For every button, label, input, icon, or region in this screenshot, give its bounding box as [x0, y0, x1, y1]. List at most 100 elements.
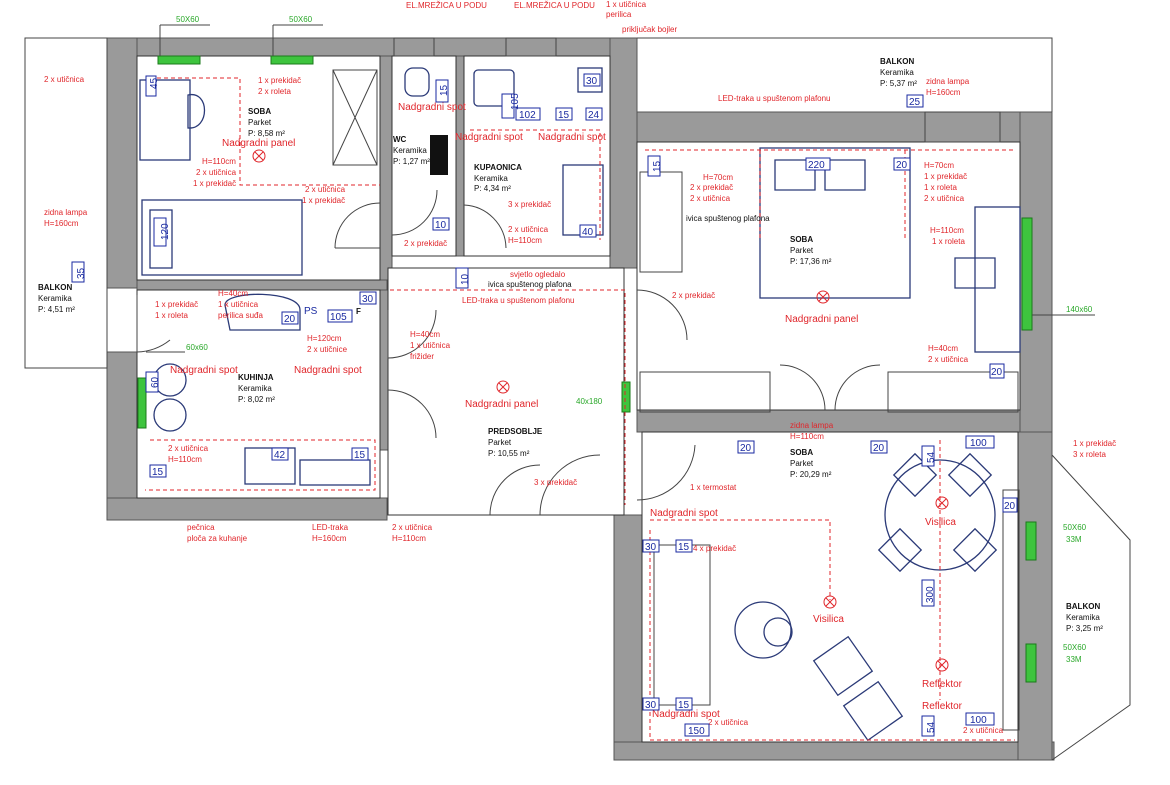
- dim-100-soba3b: 100: [965, 712, 995, 726]
- room-soba1-floor: Parket: [248, 118, 272, 127]
- svg-text:300: 300: [925, 586, 936, 603]
- panel-predsoblje-label: Nadgradni panel: [465, 399, 538, 410]
- svg-text:30: 30: [362, 294, 374, 305]
- dim-300: 300: [921, 579, 936, 607]
- floor-soba1: [136, 55, 381, 281]
- reflektor-1-label: Reflektor: [922, 679, 963, 690]
- room-kuhinja-area: P: 8,02 m²: [238, 395, 275, 404]
- window-label-kuh: 60x60: [186, 343, 208, 352]
- circuit-kupaonica: [470, 129, 601, 240]
- dim-45: 45: [145, 75, 160, 97]
- room-soba3-floor: Parket: [790, 459, 814, 468]
- note-3prek-pred: 3 x prekidač: [534, 478, 577, 487]
- note-prekidac-soba1: 1 x prekidač: [258, 76, 301, 85]
- room-kuhinja-title: KUHINJA: [238, 373, 274, 382]
- dim-15-soba3a: 15: [675, 539, 693, 553]
- note-h160-ne: H=160cm: [926, 88, 961, 97]
- dim-20-kuh: 20: [281, 311, 299, 325]
- note-h40-soba2: H=40cm: [928, 344, 958, 353]
- door-kuhinja: [387, 309, 437, 359]
- chair-soba3-3: [877, 527, 923, 573]
- room-soba1-area: P: 8,58 m²: [248, 129, 285, 138]
- note-roleta-soba1: 2 x roleta: [258, 87, 291, 96]
- bed-soba1: [141, 199, 303, 276]
- note-h40-friz: H=40cm: [410, 330, 440, 339]
- note-uticnica-perilica: 1 x utičnica: [606, 0, 647, 9]
- svg-text:30: 30: [586, 76, 598, 87]
- dim-120: 120: [153, 217, 171, 247]
- room-soba3-title: SOBA: [790, 448, 813, 457]
- svg-text:220: 220: [808, 160, 825, 171]
- svg-text:105: 105: [510, 93, 521, 110]
- note-1roleta-soba2b: 1 x roleta: [932, 237, 965, 246]
- window-wc: [393, 37, 435, 57]
- svg-text:10: 10: [435, 220, 447, 231]
- wall-kitchen-east: [379, 289, 389, 451]
- panel-predsoblje: [496, 380, 510, 394]
- note-1prek-soba1c: 1 x prekidač: [302, 196, 345, 205]
- room-wc-area: P: 1,27 m²: [393, 157, 430, 166]
- dim-20-soba2: 20: [893, 157, 911, 171]
- door-balkon-ne: [779, 364, 881, 411]
- svg-text:45: 45: [149, 77, 160, 89]
- note-bojler: priključak bojler: [622, 25, 677, 34]
- note-2utic-soba3b: 2 x utičnica: [963, 726, 1004, 735]
- note-perilica-suda: perilica suđa: [218, 311, 263, 320]
- svg-text:20: 20: [740, 443, 752, 454]
- note-1roleta-kuh: 1 x roleta: [155, 311, 188, 320]
- window-kuhinja: [137, 377, 147, 429]
- dim-105-kuh: 105: [327, 309, 353, 323]
- dim-20-soba3c: 20: [1002, 497, 1018, 513]
- door-entrance: [489, 454, 601, 516]
- svg-text:15: 15: [439, 84, 450, 96]
- dim-15-bath: 15: [555, 107, 573, 121]
- window-label-2: 50X60: [289, 15, 313, 24]
- note-h110-kup: H=110cm: [508, 236, 542, 245]
- note-h110-soba1: H=110cm: [202, 157, 236, 166]
- circuit-kuhinja: [145, 439, 376, 491]
- dim-40-bath: 40: [579, 224, 597, 238]
- dim-15-kuh: 15: [149, 464, 167, 478]
- svg-text:120: 120: [160, 223, 171, 240]
- wardrobe-soba2-c: [639, 171, 683, 273]
- panel-soba2-label: Nadgradni panel: [785, 314, 858, 325]
- door-balkon-w: [136, 295, 171, 353]
- dim-30-soba3b: 30: [642, 697, 660, 711]
- note-2utic-soba2c: 2 x utičnica: [928, 355, 969, 364]
- note-zidna-lampa-soba3: zidna lampa: [790, 421, 834, 430]
- dim-25-ne: 25: [906, 94, 924, 108]
- window-label-se1a: 50X60: [1063, 523, 1087, 532]
- svg-text:15: 15: [678, 542, 690, 553]
- note-2prek-soba2b: 2 x prekidač: [672, 291, 715, 300]
- dim-15-soba3b: 15: [675, 697, 693, 711]
- window-soba3-b: [1025, 643, 1037, 683]
- dim-105-bath: 105: [501, 93, 521, 119]
- armchair-soba3-2: [842, 680, 904, 742]
- wall-kitchen-divider: [136, 279, 388, 291]
- dim-60-kuh: 60: [145, 371, 161, 393]
- ps-table: [224, 293, 301, 331]
- dim-10-wc: 10: [432, 217, 450, 231]
- door-wc: [391, 189, 438, 236]
- note-4prek-soba3: 4 x prekidač: [693, 544, 736, 553]
- note-2utic-soba2: 2 x utičnica: [690, 194, 731, 203]
- note-zidna-lampa-ne: zidna lampa: [926, 77, 970, 86]
- note-mreza-2: EL.MREŽICA U PODU: [514, 1, 595, 10]
- svg-text:25: 25: [909, 97, 921, 108]
- pillow-soba1: [149, 209, 173, 269]
- dim-30-soba3a: 30: [642, 539, 660, 553]
- dim-30-kuh: 30: [359, 291, 377, 305]
- room-kupaonica-area: P: 4,34 m²: [474, 184, 511, 193]
- note-h110-soba3: H=110cm: [790, 432, 824, 441]
- svg-text:42: 42: [274, 450, 286, 461]
- balkon-se-outline: [1051, 454, 1131, 761]
- note-mreza-1: EL.MREŽICA U PODU: [406, 1, 487, 10]
- dim-15-kuh-b: 15: [351, 447, 369, 461]
- panel-soba1: [252, 149, 266, 163]
- note-zidna-lampa-w: zidna lampa: [44, 208, 88, 217]
- room-kupaonica-floor: Keramika: [474, 174, 508, 183]
- wall-west-top: [106, 37, 138, 289]
- panel-soba2: [816, 290, 830, 304]
- room-wc-floor: Keramika: [393, 146, 427, 155]
